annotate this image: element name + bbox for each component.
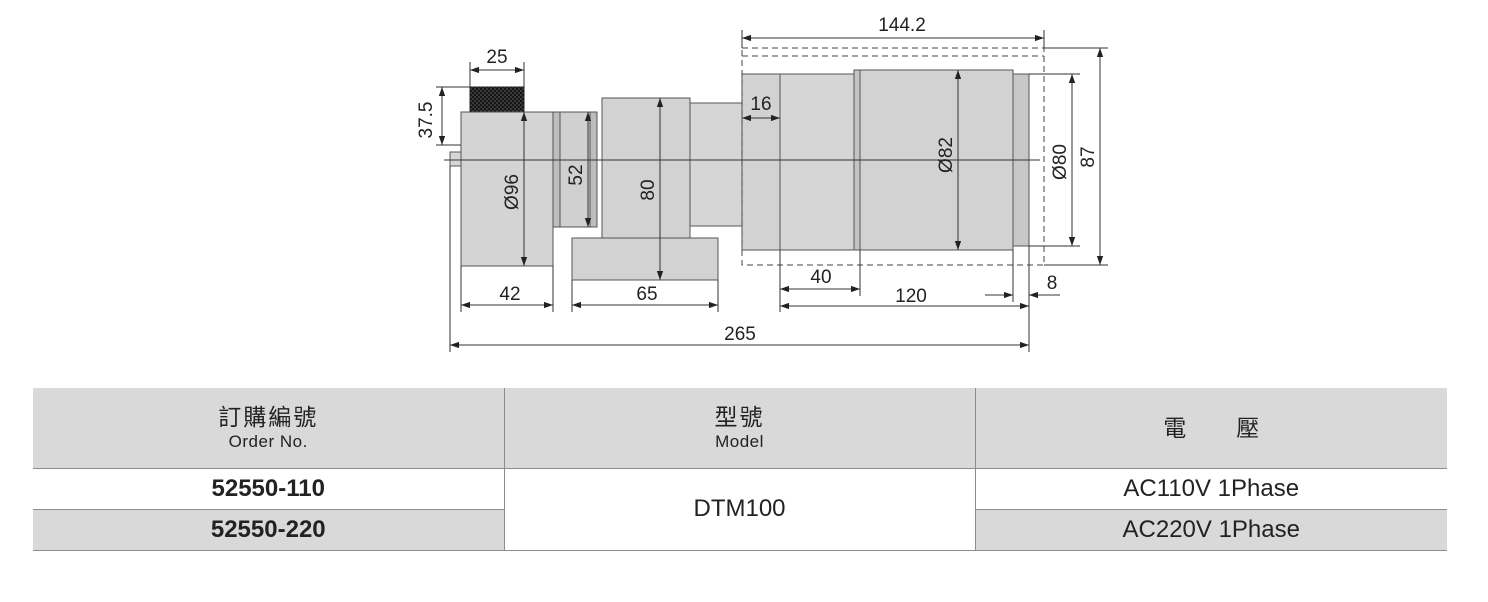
voltage-cell: AC110V 1Phase	[975, 468, 1447, 509]
header-model-cn: 型號	[714, 403, 765, 430]
dim-87: 87	[1078, 146, 1099, 167]
voltage-cell: AC220V 1Phase	[975, 509, 1447, 550]
knurled-knob	[469, 86, 525, 113]
table-row: 52550-110 DTM100 AC110V 1Phase	[33, 468, 1447, 550]
dimension-drawing: 25 37.5 Ø96 52 80 16 144.2 Ø82 Ø80 87 42…	[416, 15, 1108, 352]
dim-80: 80	[638, 179, 659, 200]
order-number-cell: 52550-220	[33, 509, 505, 550]
dimension-lines	[436, 30, 1108, 352]
table-header-row: 訂購編號 Order No. 型號 Model 電壓	[33, 388, 1447, 469]
header-order-no: 訂購編號 Order No.	[33, 388, 505, 469]
gear-housing	[741, 73, 781, 251]
order-number-cell: 52550-110	[33, 468, 505, 509]
dim-52: 52	[566, 164, 587, 185]
header-order-no-en: Order No.	[228, 431, 308, 451]
table-row: 52550-220 AC220V 1Phase	[33, 509, 1447, 550]
dim-144-2: 144.2	[878, 15, 926, 36]
shaft-end	[449, 151, 462, 167]
model-cell: DTM100	[504, 468, 976, 550]
header-voltage-cn: 電壓	[1163, 414, 1310, 441]
spec-table: 訂購編號 Order No. 型號 Model 電壓 52550-110 DTM…	[33, 388, 1447, 551]
header-order-no-cn: 訂購編號	[218, 403, 319, 430]
dim-96: Ø96	[502, 174, 523, 210]
dashed-envelope	[741, 47, 1045, 266]
dimension-labels: 25 37.5 Ø96 52 80 16 144.2 Ø82 Ø80 87 42…	[416, 15, 1099, 345]
dim-40: 40	[810, 267, 831, 288]
dim-65: 65	[636, 284, 657, 305]
header-voltage: 電壓	[975, 388, 1447, 469]
dim-25: 25	[486, 47, 507, 68]
dim-82: Ø82	[936, 137, 957, 173]
mount-base	[571, 237, 719, 281]
header-model-en: Model	[715, 431, 764, 451]
dim-42: 42	[499, 284, 520, 305]
dim-80-dia: Ø80	[1050, 144, 1071, 180]
dim-120: 120	[895, 286, 927, 307]
dim-16: 16	[750, 94, 771, 115]
dim-37-5: 37.5	[416, 102, 437, 139]
mount-block	[601, 97, 691, 239]
header-model: 型號 Model	[504, 388, 976, 469]
machine-body	[449, 69, 1030, 281]
dim-265: 265	[724, 324, 756, 345]
dim-8: 8	[1047, 273, 1058, 294]
motor-block	[460, 111, 554, 267]
